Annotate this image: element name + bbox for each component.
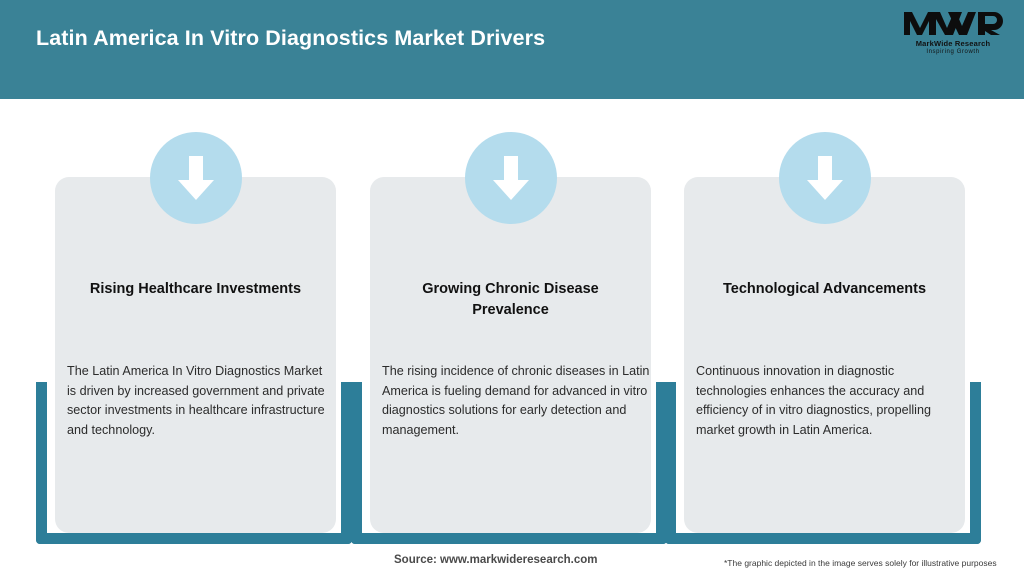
driver-card-1[interactable]: Rising Healthcare Investments The Latin … xyxy=(36,132,352,550)
disclaimer-note: *The graphic depicted in the image serve… xyxy=(724,558,997,568)
brand-logo: MarkWide Research Inspiring Growth xyxy=(898,8,1008,60)
down-arrow-glyph xyxy=(492,156,529,200)
card-title: Rising Healthcare Investments xyxy=(89,281,302,297)
card-description: The rising incidence of chronic diseases… xyxy=(382,364,650,437)
card-surface: Technological Advancements Continuous in… xyxy=(684,132,965,533)
card-accent-bracket xyxy=(665,382,981,544)
mwr-logo-icon xyxy=(904,12,1003,35)
logo-company-name: MarkWide Research xyxy=(915,39,991,48)
down-arrow-glyph xyxy=(177,156,214,200)
down-arrow-icon xyxy=(778,132,871,224)
card-title: Technological Advancements xyxy=(722,281,927,297)
down-arrow-glyph xyxy=(806,156,843,200)
card-title: Growing Chronic Disease Prevalence xyxy=(422,281,599,318)
card-accent-bracket xyxy=(36,382,352,544)
logo-tagline: Inspiring Growth xyxy=(926,49,980,55)
header-banner: Latin America In Vitro Diagnostics Marke… xyxy=(0,0,1024,99)
card-accent-bracket xyxy=(351,382,667,544)
card-description: The Latin America In Vitro Diagnostics M… xyxy=(67,364,325,437)
page-title: Latin America In Vitro Diagnostics Marke… xyxy=(36,26,546,50)
down-arrow-icon xyxy=(464,132,557,224)
driver-card-3[interactable]: Technological Advancements Continuous in… xyxy=(665,132,981,550)
card-surface: Rising Healthcare Investments The Latin … xyxy=(55,132,336,533)
card-surface: Growing Chronic Disease Prevalence The r… xyxy=(370,132,651,533)
source-label: Source: www.markwideresearch.com xyxy=(394,554,598,566)
driver-card-2[interactable]: Growing Chronic Disease Prevalence The r… xyxy=(351,132,667,550)
card-description: Continuous innovation in diagnostic tech… xyxy=(696,364,931,437)
down-arrow-icon xyxy=(149,132,242,224)
